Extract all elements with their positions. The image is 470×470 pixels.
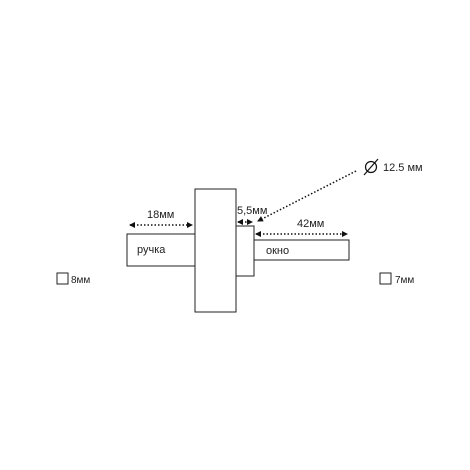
handle-label: ручка [137, 244, 166, 256]
central-body [194, 188, 237, 313]
diameter-label: 12.5 мм [383, 162, 423, 174]
handle-shaft [126, 233, 196, 267]
diameter-leader [257, 170, 357, 222]
right-square [379, 272, 392, 285]
left-square-label: 8мм [71, 275, 90, 286]
collar [235, 225, 255, 277]
spindle-length-label: 42мм [297, 218, 324, 230]
left-square [56, 272, 69, 285]
collar-thickness-label: 5,5мм [237, 205, 267, 217]
right-square-label: 7мм [395, 275, 414, 286]
window-label: окно [266, 245, 289, 257]
diameter-icon [363, 158, 379, 176]
handle-length-label: 18мм [147, 209, 174, 221]
window-spindle [253, 239, 350, 261]
